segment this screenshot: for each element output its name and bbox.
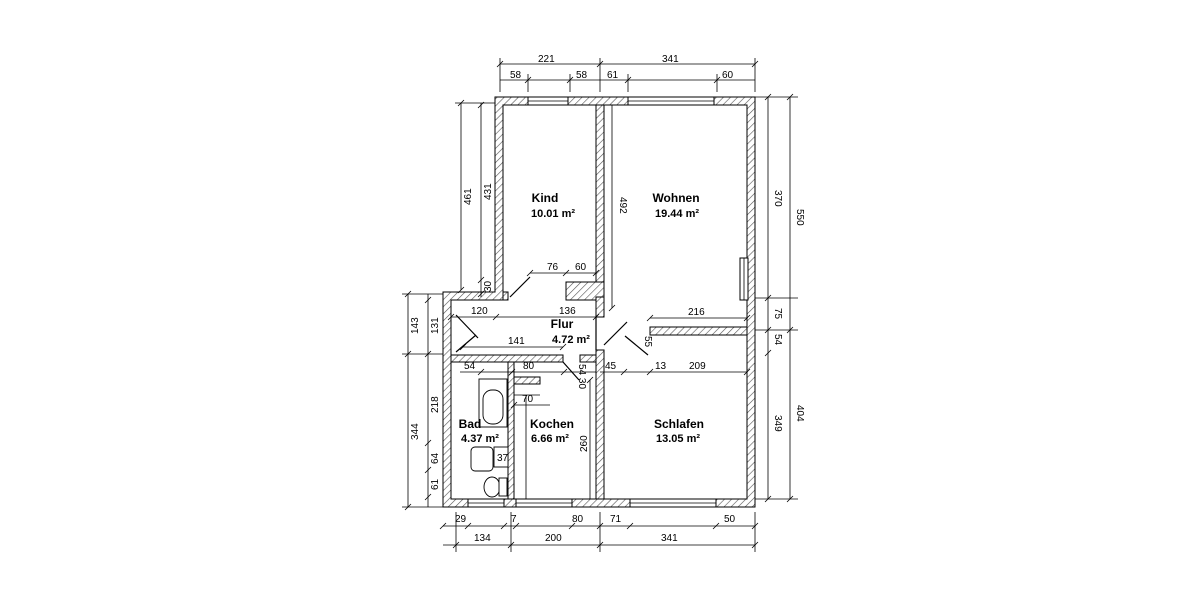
dim-7: 7 [511,514,517,525]
room-kochen-area: 6.66 m² [531,433,569,445]
dim-13: 13 [655,361,667,372]
dim-136: 136 [559,306,576,317]
dim-71: 71 [610,514,622,525]
dim-461: 461 [463,188,474,205]
dim-216: 216 [688,307,705,318]
dimension-labels: 221 341 58 58 61 60 461 431 30 143 344 1… [410,54,805,544]
dim-70: 70 [522,394,534,405]
dim-58a: 58 [510,70,522,81]
wall-wohnen-schlafen [649,326,748,336]
fixtures [470,378,540,499]
door-wohnen [603,321,628,346]
room-labels: Kind 10.01 m² Wohnen 19.44 m² Flur 4.72 … [459,191,704,445]
dim-404: 404 [794,405,805,422]
wall-kind-flur-b [565,281,605,301]
dim-341-bot: 341 [661,533,678,544]
dim-260: 260 [579,435,590,452]
door-bad-2 [455,334,477,353]
dim-64: 64 [430,452,441,464]
door-schlafen [624,335,649,356]
toilet-tank [498,477,508,497]
dim-431: 431 [483,183,494,200]
room-schlafen-name: Schlafen [654,417,704,431]
wall-flur-bottom [450,354,564,363]
doors [455,276,649,381]
dim-120: 120 [471,306,488,317]
bathtub-inner [482,389,504,425]
room-schlafen-area: 13.05 m² [656,433,700,445]
dim-54-30: 54 30 [576,364,587,389]
dim-76: 76 [547,262,559,273]
room-flur-name: Flur [551,317,574,331]
wall-flur-bottom-r [579,354,597,363]
wall-flur-right-low [595,349,605,500]
dim-141: 141 [508,336,525,347]
door-bad [455,314,479,339]
dim-80-bot: 80 [572,514,584,525]
dim-143: 143 [410,317,421,334]
dim-60-kind: 60 [575,262,587,273]
dim-209: 209 [689,361,706,372]
dim-221: 221 [538,54,555,65]
sink [470,446,494,472]
dim-75: 75 [772,308,783,320]
washer [493,446,509,468]
dim-50: 50 [724,514,736,525]
room-flur-area: 4.72 m² [552,334,590,346]
dim-131: 131 [430,317,441,334]
dim-61: 61 [607,70,619,81]
room-wohnen-area: 19.44 m² [655,208,699,220]
dimension-lines [402,58,798,552]
windows [467,96,749,508]
room-kind-name: Kind [532,191,559,205]
dim-344: 344 [410,423,421,440]
dim-200: 200 [545,533,562,544]
dim-218: 218 [430,396,441,413]
room-bad-name: Bad [459,417,482,431]
dim-45: 45 [605,361,617,372]
dim-37: 37 [497,453,509,464]
room-kind-area: 10.01 m² [531,208,575,220]
walls [442,96,756,508]
wall-kind-flur-a [502,291,509,301]
room-wohnen-name: Wohnen [652,191,699,205]
dim-370: 370 [772,190,783,207]
dim-341-top: 341 [662,54,679,65]
room-kochen-name: Kochen [530,417,574,431]
dim-54-bad: 54 [464,361,476,372]
dim-550: 550 [794,209,805,226]
dim-349: 349 [772,415,783,432]
dim-61-left: 61 [430,478,441,490]
dim-30-left: 30 [483,280,494,292]
door-kind [509,276,531,298]
toilet [483,476,501,498]
dim-54-right: 54 [772,334,783,346]
dim-80-k: 80 [523,361,535,372]
wall-kitchen-stub [513,376,541,385]
dim-134: 134 [474,533,491,544]
dim-55: 55 [642,336,653,348]
dim-58b: 58 [576,70,588,81]
room-bad-area: 4.37 m² [461,433,499,445]
door-kochen [562,361,580,381]
wall-flur-right [595,296,605,318]
dim-29: 29 [455,514,467,525]
wall-kind-wohnen [595,104,605,298]
dim-60: 60 [722,70,734,81]
dim-492: 492 [617,197,628,214]
wall-bad-kochen [507,361,515,500]
